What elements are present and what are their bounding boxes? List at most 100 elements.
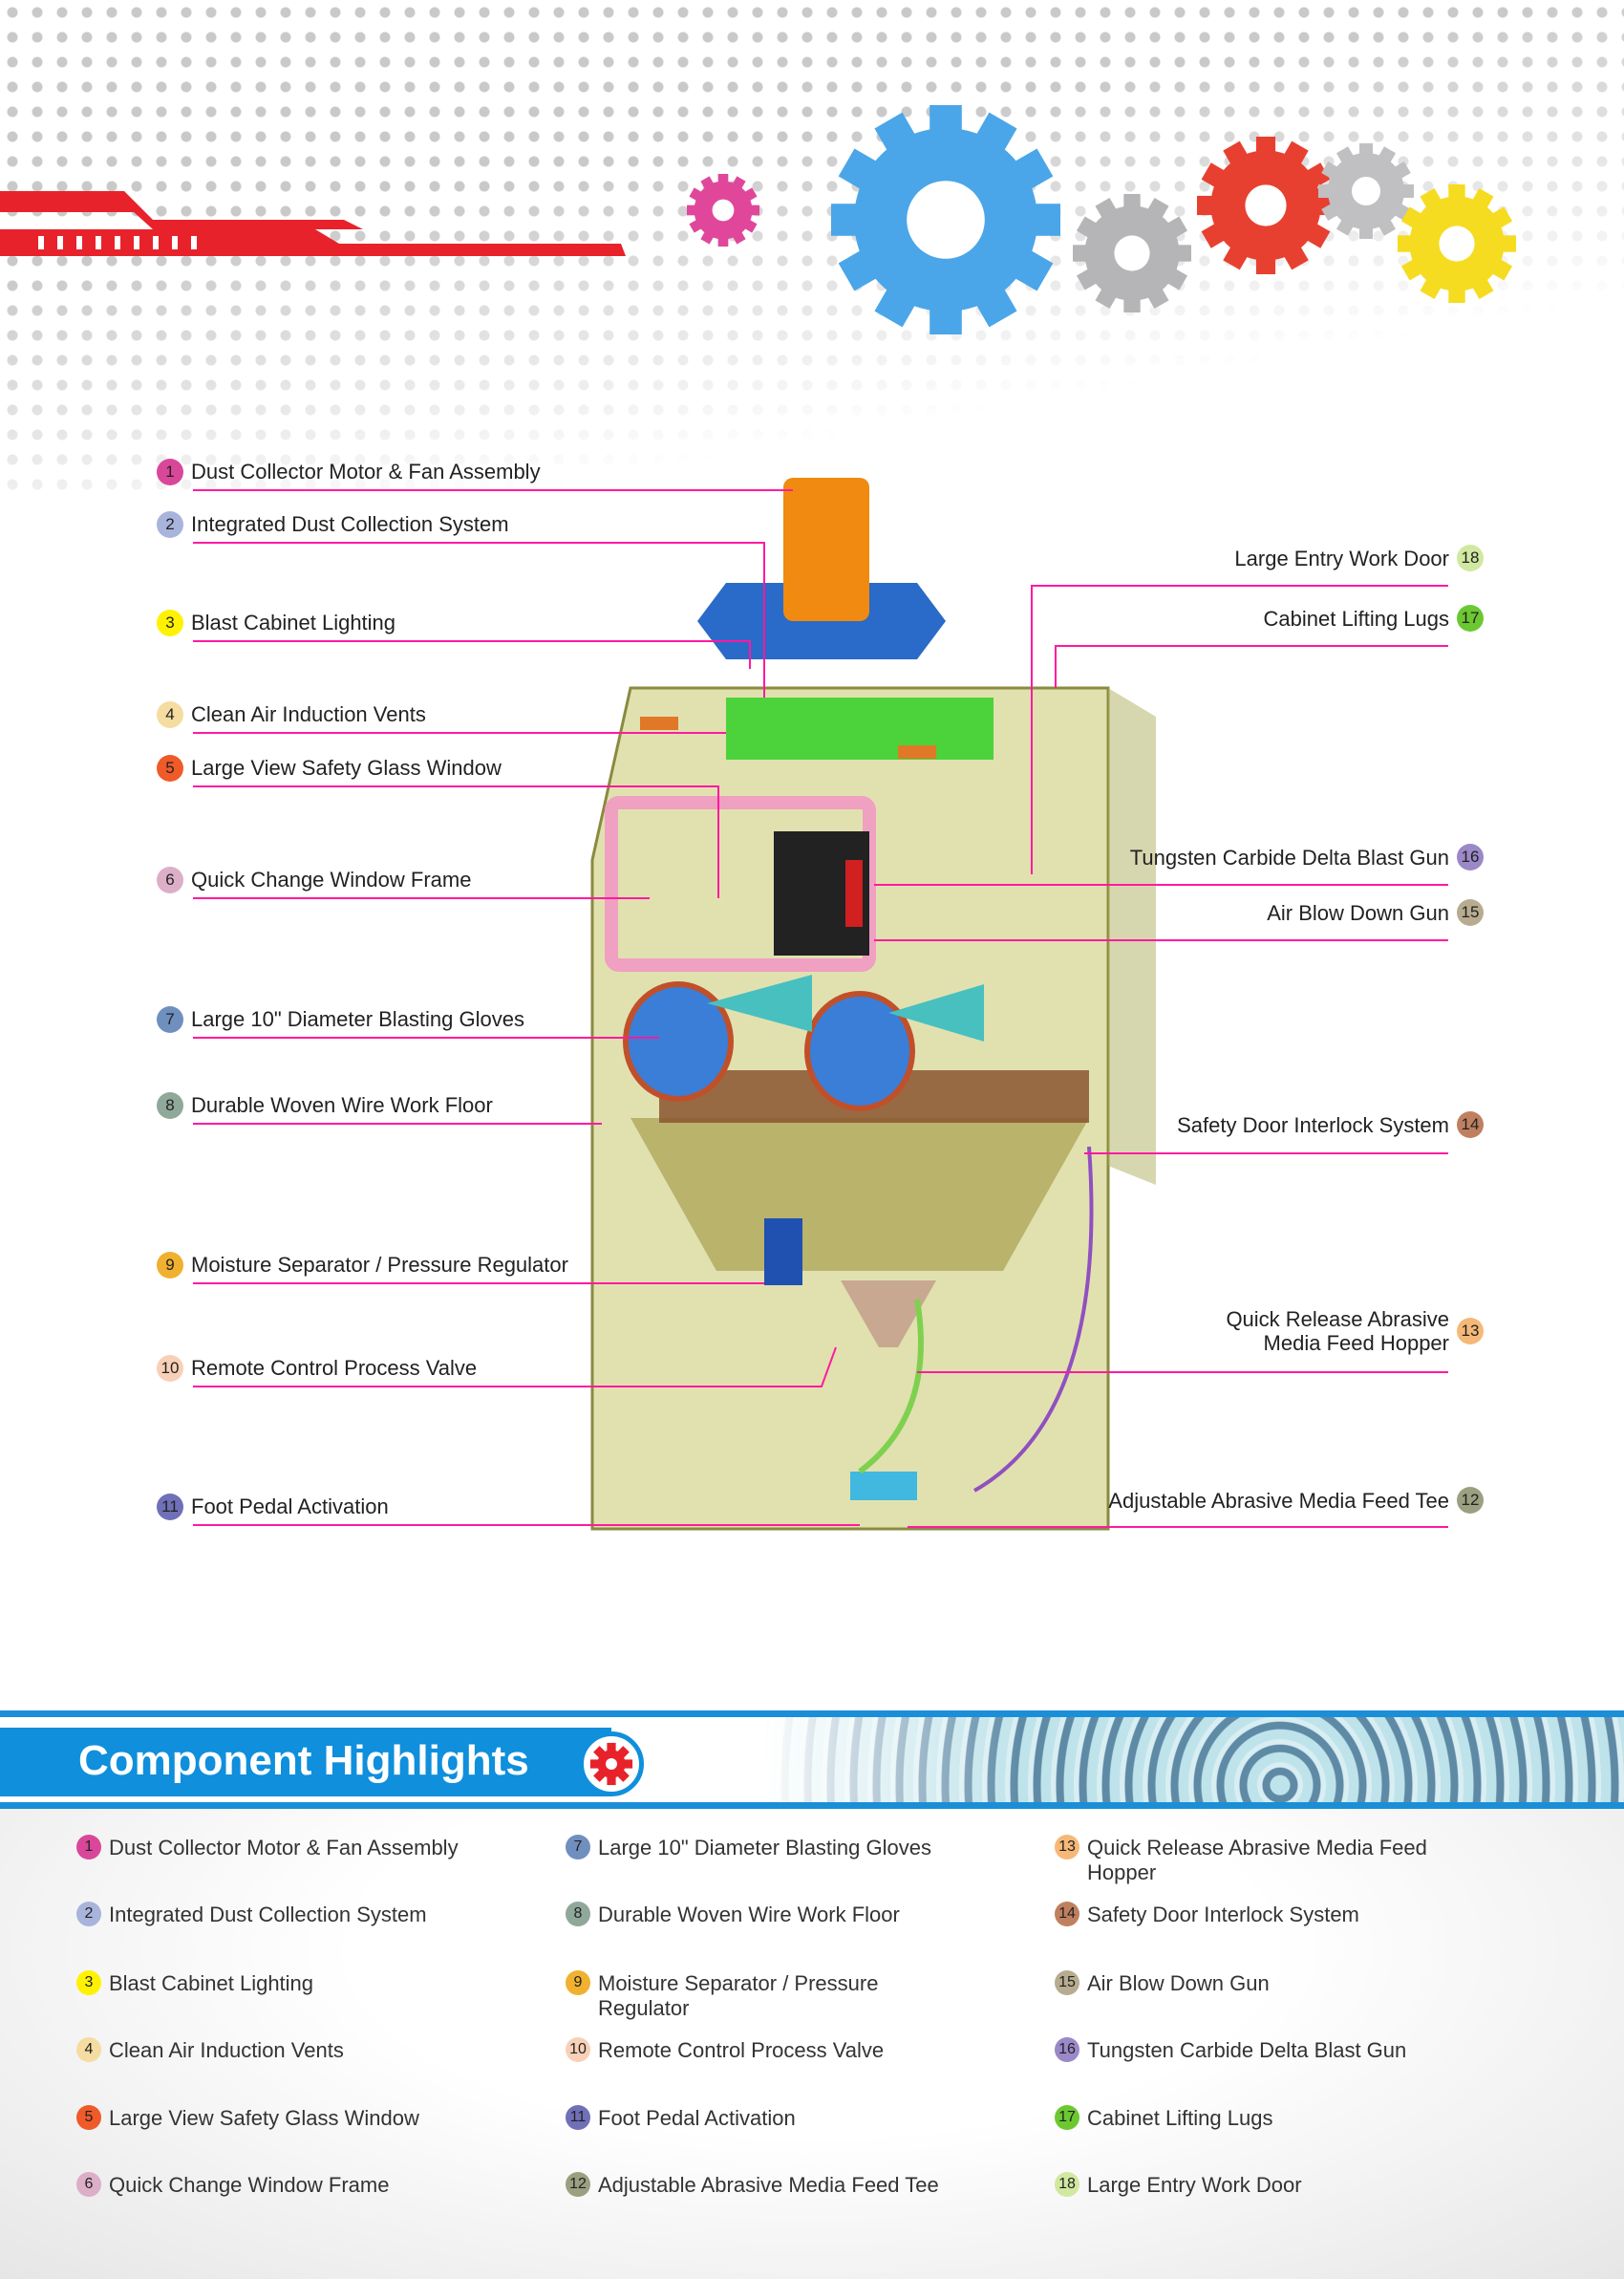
highlight-item-11: 11 Foot Pedal Activation bbox=[566, 2105, 967, 2131]
pink-gear-icon bbox=[673, 161, 773, 260]
number-badge: 12 bbox=[566, 2172, 590, 2197]
callout-label: Safety Door Interlock System bbox=[1177, 1112, 1449, 1137]
highlight-label: Remote Control Process Valve bbox=[598, 2038, 885, 2062]
callout-3: 3 Blast Cabinet Lighting bbox=[157, 610, 395, 636]
highlight-label: Moisture Separator / Pressure Regulator bbox=[598, 1971, 879, 2020]
number-badge: 3 bbox=[76, 1970, 101, 1995]
callout-label: Quick Release Abrasive Media Feed Hopper bbox=[1226, 1307, 1449, 1355]
number-badge: 1 bbox=[157, 459, 183, 485]
highlight-label: Safety Door Interlock System bbox=[1087, 1903, 1359, 1926]
number-badge: 13 bbox=[1055, 1835, 1079, 1860]
number-badge: 2 bbox=[157, 511, 183, 538]
highlight-item-18: 18 Large Entry Work Door bbox=[1055, 2172, 1456, 2198]
number-badge: 11 bbox=[157, 1494, 183, 1520]
number-badge: 2 bbox=[76, 1902, 101, 1926]
number-badge: 14 bbox=[1055, 1902, 1079, 1926]
highlight-item-9: 9 Moisture Separator / Pressure Regulator bbox=[566, 1970, 967, 2021]
number-badge: 9 bbox=[157, 1252, 183, 1279]
callout-label: Blast Cabinet Lighting bbox=[191, 611, 396, 634]
highlight-item-10: 10 Remote Control Process Valve bbox=[566, 2037, 967, 2063]
number-badge: 7 bbox=[157, 1006, 183, 1033]
yellow-gear-icon bbox=[1376, 162, 1537, 324]
callout-2: 2 Integrated Dust Collection System bbox=[157, 511, 509, 538]
number-badge: 8 bbox=[157, 1092, 183, 1119]
callout-label: Quick Change Window Frame bbox=[191, 868, 472, 892]
number-badge: 10 bbox=[566, 2037, 590, 2062]
highlight-item-15: 15 Air Blow Down Gun bbox=[1055, 1970, 1456, 1996]
callout-13: Quick Release Abrasive Media Feed Hopper… bbox=[1226, 1307, 1484, 1355]
highlights-top-rule bbox=[0, 1710, 1624, 1717]
callout-label: Moisture Separator / Pressure Regulator bbox=[191, 1253, 568, 1277]
number-badge: 5 bbox=[157, 755, 183, 782]
number-badge: 16 bbox=[1457, 844, 1484, 871]
highlight-label: Large 10" Diameter Blasting Gloves bbox=[598, 1836, 931, 1860]
red-speed-stripe-decoration bbox=[0, 191, 626, 256]
highlight-item-6: 6 Quick Change Window Frame bbox=[76, 2172, 478, 2198]
callout-label: Large 10" Diameter Blasting Gloves bbox=[191, 1007, 524, 1031]
number-badge: 16 bbox=[1055, 2037, 1079, 2062]
blue-gear-icon bbox=[789, 76, 1102, 363]
highlight-label: Adjustable Abrasive Media Feed Tee bbox=[598, 2173, 939, 2197]
number-badge: 7 bbox=[566, 1835, 590, 1860]
callout-label: Foot Pedal Activation bbox=[191, 1494, 389, 1518]
highlight-label: Dust Collector Motor & Fan Assembly bbox=[109, 1836, 459, 1860]
number-badge: 3 bbox=[157, 610, 183, 636]
callout-label: Large View Safety Glass Window bbox=[191, 756, 502, 780]
callout-label: Durable Woven Wire Work Floor bbox=[191, 1093, 493, 1117]
callout-label: Air Blow Down Gun bbox=[1267, 900, 1449, 925]
callout-9: 9 Moisture Separator / Pressure Regulator bbox=[157, 1252, 568, 1279]
number-badge: 11 bbox=[566, 2105, 590, 2130]
callout-17: Cabinet Lifting Lugs 17 bbox=[1264, 605, 1484, 632]
highlights-title-bar bbox=[0, 1728, 611, 1796]
grey-gear-small-icon bbox=[1301, 126, 1432, 257]
highlight-label: Quick Change Window Frame bbox=[109, 2173, 390, 2197]
number-badge: 6 bbox=[76, 2172, 101, 2197]
number-badge: 18 bbox=[1457, 545, 1484, 571]
highlight-item-7: 7 Large 10" Diameter Blasting Gloves bbox=[566, 1835, 967, 1860]
number-badge: 15 bbox=[1055, 1970, 1079, 1995]
callout-label: Cabinet Lifting Lugs bbox=[1263, 606, 1449, 631]
highlight-label: Durable Woven Wire Work Floor bbox=[598, 1903, 900, 1926]
callout-label: Remote Control Process Valve bbox=[191, 1356, 478, 1380]
callout-label: Dust Collector Motor & Fan Assembly bbox=[191, 460, 541, 484]
number-badge: 1 bbox=[76, 1835, 101, 1860]
callout-11: 11 Foot Pedal Activation bbox=[157, 1494, 389, 1520]
number-badge: 8 bbox=[566, 1902, 590, 1926]
callout-label: Integrated Dust Collection System bbox=[191, 512, 509, 536]
highlight-item-12: 12 Adjustable Abrasive Media Feed Tee bbox=[566, 2172, 967, 2198]
red-gear-icon bbox=[1172, 112, 1360, 300]
callout-label: Adjustable Abrasive Media Feed Tee bbox=[1108, 1488, 1449, 1513]
highlight-item-8: 8 Durable Woven Wire Work Floor bbox=[566, 1902, 967, 1927]
highlight-label: Foot Pedal Activation bbox=[598, 2106, 796, 2130]
number-badge: 17 bbox=[1055, 2105, 1079, 2130]
highlight-label: Clean Air Induction Vents bbox=[109, 2038, 344, 2062]
callout-7: 7 Large 10" Diameter Blasting Gloves bbox=[157, 1006, 524, 1033]
callout-label: Clean Air Induction Vents bbox=[191, 702, 426, 726]
number-badge: 9 bbox=[566, 1970, 590, 1995]
highlight-label: Blast Cabinet Lighting bbox=[109, 1971, 314, 1995]
highlight-item-14: 14 Safety Door Interlock System bbox=[1055, 1902, 1456, 1927]
decorative-gears bbox=[669, 76, 1548, 363]
highlight-label: Air Blow Down Gun bbox=[1087, 1971, 1270, 1995]
callout-1: 1 Dust Collector Motor & Fan Assembly bbox=[157, 459, 541, 485]
number-badge: 17 bbox=[1457, 605, 1484, 632]
highlight-item-3: 3 Blast Cabinet Lighting bbox=[76, 1970, 478, 1996]
callout-4: 4 Clean Air Induction Vents bbox=[157, 701, 426, 728]
number-badge: 6 bbox=[157, 867, 183, 893]
highlight-label: Large View Safety Glass Window bbox=[109, 2106, 419, 2130]
number-badge: 4 bbox=[157, 701, 183, 728]
callout-5: 5 Large View Safety Glass Window bbox=[157, 755, 502, 782]
highlight-label: Large Entry Work Door bbox=[1087, 2173, 1302, 2197]
number-badge: 18 bbox=[1055, 2172, 1079, 2197]
